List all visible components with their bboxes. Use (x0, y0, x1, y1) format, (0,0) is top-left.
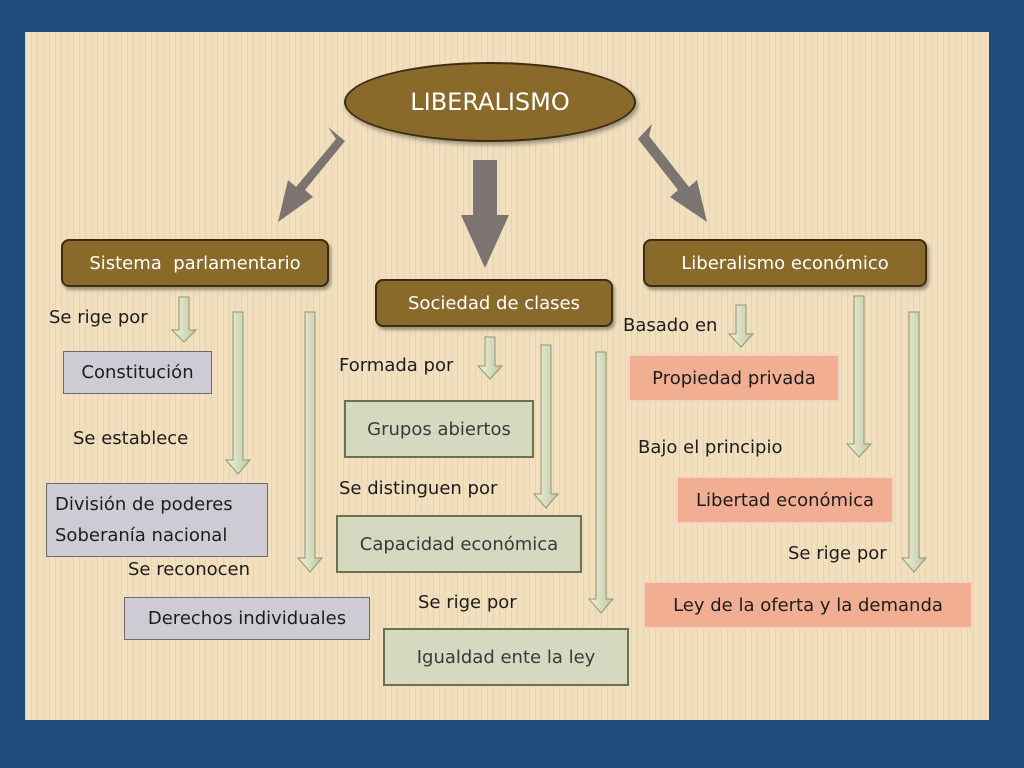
label-se-reconocen: Se reconocen (128, 559, 251, 580)
label-basado-en: Basado en (623, 315, 718, 336)
node-grupos-abiertos: Grupos abiertos (344, 400, 534, 458)
label-se-rige-por-economico: Se rige por (788, 543, 887, 564)
small-arrow-igualdad (587, 351, 615, 614)
node-division-poderes-line2: Soberanía nacional (55, 525, 228, 546)
node-ley-oferta-demanda: Ley de la oferta y la demanda (643, 581, 973, 629)
small-arrow-constitucion (170, 296, 198, 343)
label-bajo-el-principio: Bajo el principio (638, 437, 783, 458)
label-se-rige-por-parlamentario: Se rige por (49, 307, 148, 328)
node-libertad-economica: Libertad económica (676, 476, 894, 524)
small-arrow-libertad (845, 295, 873, 458)
node-sistema-parlamentario: Sistema parlamentario (61, 239, 329, 287)
small-arrow-grupos (476, 336, 504, 380)
node-propiedad-privada: Propiedad privada (628, 354, 840, 402)
label-se-distinguen-por: Se distinguen por (339, 478, 498, 499)
label-se-rige-por-sociedad: Se rige por (418, 592, 517, 613)
node-division-poderes-line1: División de poderes (55, 494, 233, 515)
small-arrow-ley (900, 311, 928, 573)
node-igualdad-ante-la-ley: Igualdad ente la ley (383, 628, 629, 686)
node-derechos-individuales: Derechos individuales (124, 597, 370, 640)
node-liberalismo-economico: Liberalismo económico (643, 239, 927, 287)
small-arrow-capacidad (532, 344, 560, 509)
label-se-establece: Se establece (73, 428, 189, 449)
small-arrow-poderes (224, 311, 252, 475)
big-arrow-left (278, 127, 345, 222)
label-formada-por: Formada por (339, 355, 454, 376)
node-capacidad-economica: Capacidad económica (336, 515, 582, 573)
node-sociedad-de-clases: Sociedad de clases (375, 279, 613, 327)
big-arrow-right (638, 124, 707, 222)
small-arrow-derechos (296, 311, 324, 573)
node-division-poderes: División de poderes Soberanía nacional (46, 483, 268, 557)
root-node: LIBERALISMO (344, 62, 636, 142)
node-constitucion: Constitución (63, 351, 212, 394)
big-arrow-center (461, 160, 509, 268)
small-arrow-propiedad (727, 304, 755, 348)
